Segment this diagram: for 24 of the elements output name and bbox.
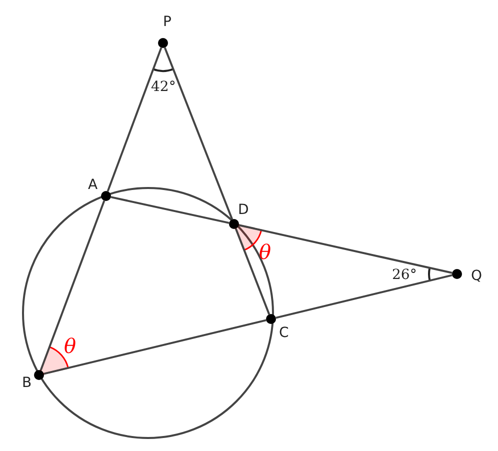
line-segment bbox=[40, 200, 106, 371]
line-segment bbox=[238, 224, 452, 274]
angle-measure: 26° bbox=[392, 268, 417, 282]
line-segment bbox=[106, 47, 162, 192]
point bbox=[101, 191, 111, 201]
point-label: A bbox=[88, 178, 98, 192]
point bbox=[452, 269, 462, 279]
point-label: Q bbox=[471, 269, 482, 283]
point-label: C bbox=[279, 326, 289, 340]
point bbox=[34, 370, 44, 380]
point-label: P bbox=[163, 15, 172, 29]
angle-symbol: θ bbox=[259, 242, 272, 262]
angle-measure: 42° bbox=[151, 80, 176, 94]
point bbox=[266, 314, 276, 324]
line-segment bbox=[234, 228, 270, 315]
point bbox=[158, 38, 168, 48]
line-segment bbox=[276, 274, 452, 319]
point bbox=[229, 219, 239, 229]
point-label: B bbox=[22, 376, 32, 390]
line-segment bbox=[110, 196, 230, 224]
line-segment bbox=[44, 319, 266, 375]
point-label: D bbox=[238, 203, 249, 217]
angle-symbol: θ bbox=[64, 336, 76, 356]
line-segment bbox=[164, 47, 234, 220]
